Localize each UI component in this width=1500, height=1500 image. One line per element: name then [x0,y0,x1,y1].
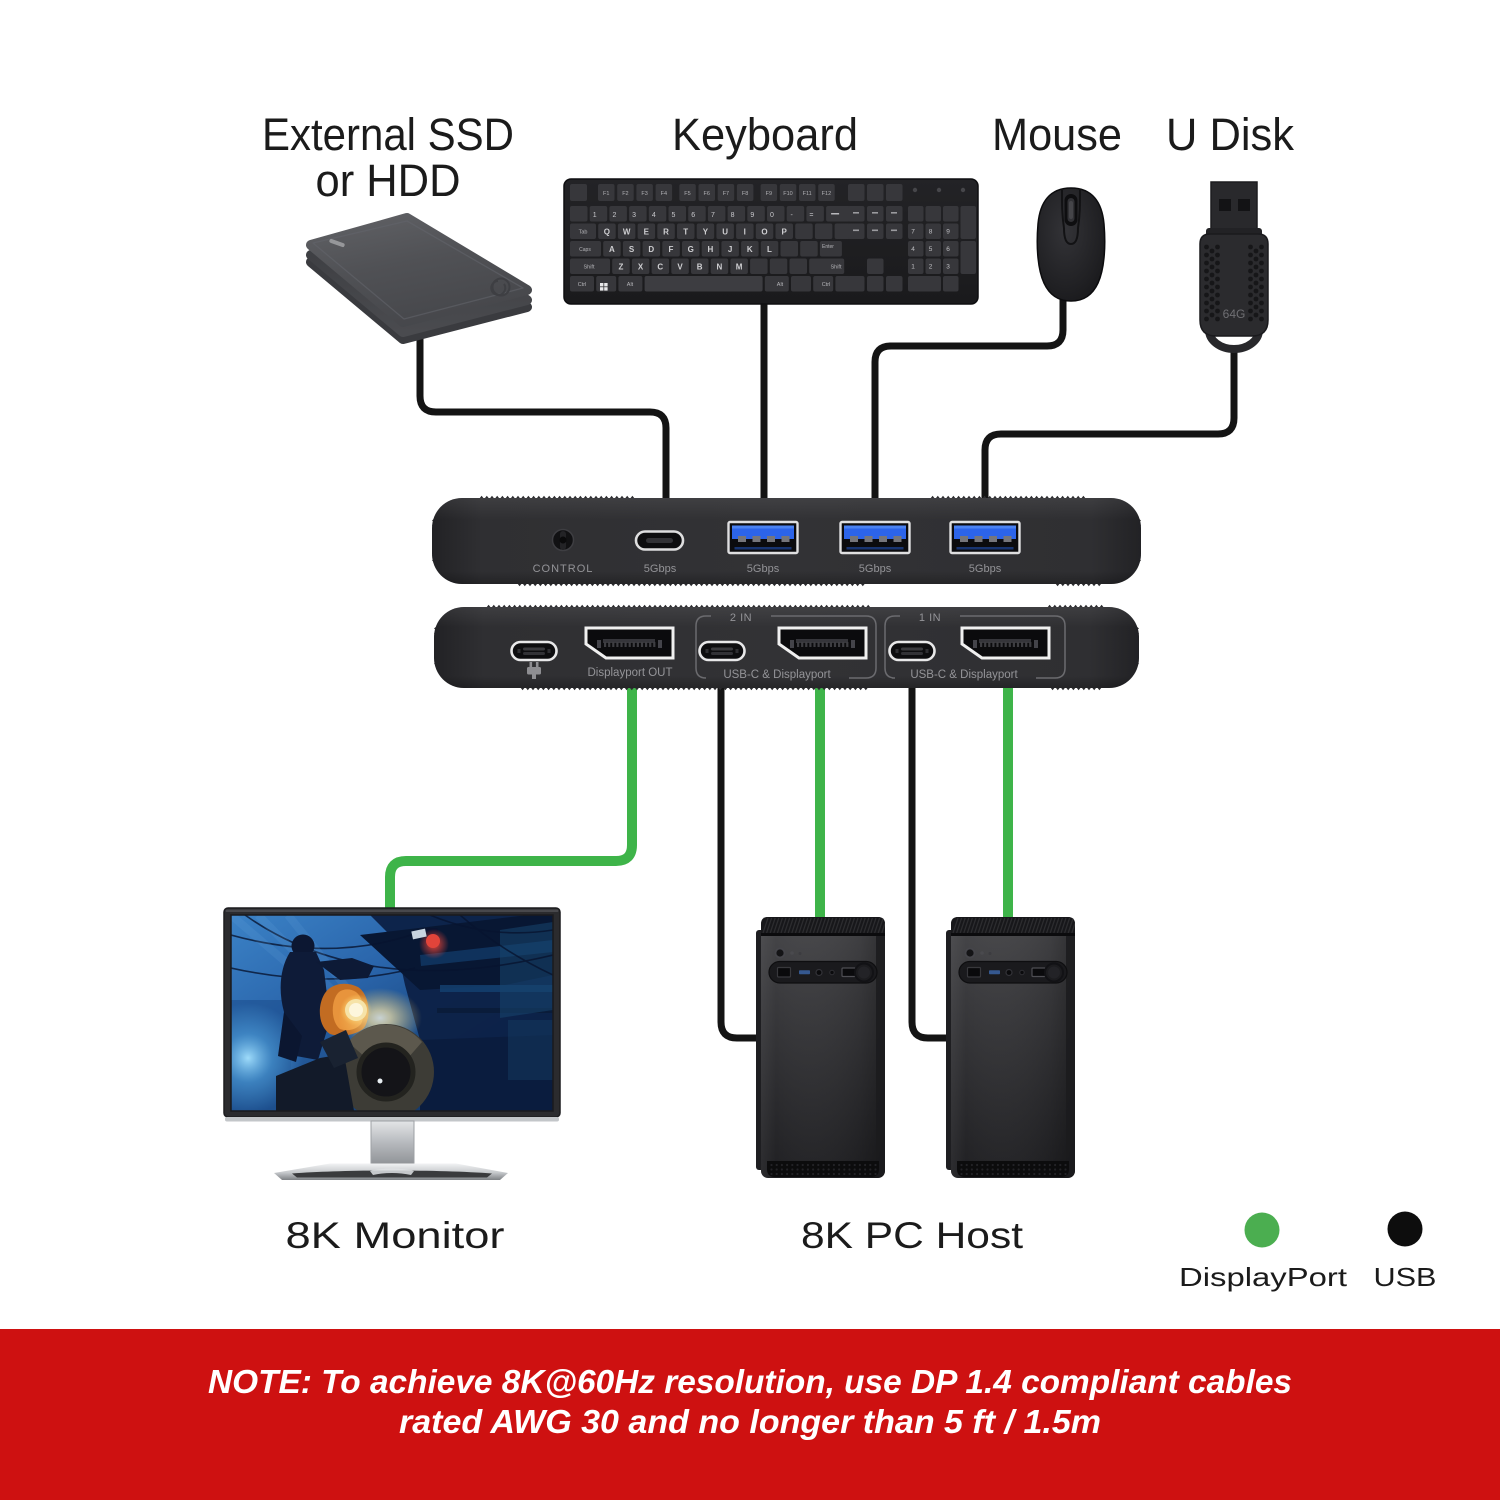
svg-text:M: M [736,263,743,272]
svg-text:J: J [728,245,732,254]
svg-text:F3: F3 [641,191,647,197]
svg-text:3: 3 [946,264,950,271]
svg-text:4: 4 [911,246,915,253]
svg-text:U: U [722,228,728,237]
svg-text:DisplayPort: DisplayPort [1179,1262,1348,1292]
svg-text:L: L [767,245,772,254]
svg-text:Q: Q [604,228,610,237]
svg-text:F8: F8 [742,191,748,197]
svg-text:Shift: Shift [830,265,841,271]
svg-text:F: F [669,245,674,254]
svg-text:Shift: Shift [583,265,594,271]
svg-text:2: 2 [929,264,933,271]
svg-text:R: R [663,228,669,237]
svg-text:Mouse: Mouse [992,109,1122,160]
svg-text:8K Monitor: 8K Monitor [286,1215,505,1256]
svg-text:2 IN: 2 IN [730,612,752,624]
svg-text:Z: Z [618,263,623,272]
svg-text:F11: F11 [803,191,812,197]
svg-text:Displayport OUT: Displayport OUT [588,667,673,679]
svg-text:F10: F10 [783,191,792,197]
svg-text:5Gbps: 5Gbps [969,563,1002,575]
svg-text:5Gbps: 5Gbps [747,563,780,575]
svg-text:F7: F7 [723,191,729,197]
svg-text:D: D [648,245,654,254]
svg-text:7: 7 [711,212,715,219]
svg-text:Ctrl: Ctrl [578,282,587,288]
svg-text:8K PC Host: 8K PC Host [801,1215,1024,1256]
svg-text:rated AWG 30 and no longer tha: rated AWG 30 and no longer than 5 ft / 1… [399,1403,1101,1440]
svg-text:USB: USB [1374,1262,1437,1292]
svg-text:Ctrl: Ctrl [822,282,831,288]
svg-text:1: 1 [593,212,597,219]
svg-text:H: H [708,245,714,254]
svg-text:A: A [609,245,615,254]
svg-text:4: 4 [652,212,656,219]
svg-text:5: 5 [929,246,933,253]
svg-text:USB-C & Displayport: USB-C & Displayport [723,669,831,681]
svg-text:F1: F1 [603,191,609,197]
svg-text:6: 6 [946,246,950,253]
svg-text:6: 6 [691,212,695,219]
svg-text:X: X [638,263,644,272]
svg-text:P: P [782,228,788,237]
svg-text:F5: F5 [684,191,690,197]
svg-text:Alt: Alt [777,282,784,288]
svg-text:0: 0 [770,212,774,219]
svg-text:9: 9 [750,212,754,219]
svg-text:USB-C & Displayport: USB-C & Displayport [910,669,1018,681]
svg-text:1: 1 [911,264,915,271]
svg-text:Keyboard: Keyboard [672,109,858,160]
svg-text:T: T [683,228,688,237]
svg-text:NOTE: To achieve 8K@60Hz resol: NOTE: To achieve 8K@60Hz resolution, use… [208,1363,1292,1400]
svg-text:5Gbps: 5Gbps [644,563,677,575]
svg-text:Tab: Tab [579,230,588,236]
svg-text:5: 5 [672,212,676,219]
svg-text:E: E [644,228,650,237]
svg-text:Alt: Alt [627,282,634,288]
svg-text:F4: F4 [661,191,667,197]
svg-text:-: - [791,212,794,219]
svg-text:CONTROL: CONTROL [533,563,594,575]
svg-text:V: V [677,263,683,272]
svg-text:9: 9 [946,229,950,236]
svg-text:1 IN: 1 IN [919,612,941,624]
svg-text:Y: Y [703,228,709,237]
svg-text:K: K [747,245,753,254]
svg-text:64G: 64G [1223,307,1246,321]
svg-text:O: O [761,228,767,237]
svg-text:B: B [697,263,703,272]
svg-text:or HDD: or HDD [316,155,461,206]
svg-text:3: 3 [632,212,636,219]
svg-text:7: 7 [911,229,915,236]
svg-text:U Disk: U Disk [1166,109,1294,160]
svg-text:Enter: Enter [822,244,834,250]
svg-text:S: S [629,245,635,254]
svg-text:W: W [623,228,631,237]
svg-text:F12: F12 [822,191,831,197]
svg-text:8: 8 [929,229,933,236]
svg-text:G: G [688,245,694,254]
svg-text:5Gbps: 5Gbps [859,563,892,575]
svg-text:I: I [744,228,746,237]
svg-text:External SSD: External SSD [262,109,514,160]
svg-text:N: N [717,263,723,272]
svg-text:Caps: Caps [579,247,591,253]
svg-text:F2: F2 [622,191,628,197]
svg-text:F6: F6 [703,191,709,197]
svg-text:8: 8 [731,212,735,219]
svg-text:C: C [657,263,663,272]
svg-text:F9: F9 [766,191,772,197]
svg-text:2: 2 [612,212,616,219]
svg-text:=: = [809,212,813,219]
